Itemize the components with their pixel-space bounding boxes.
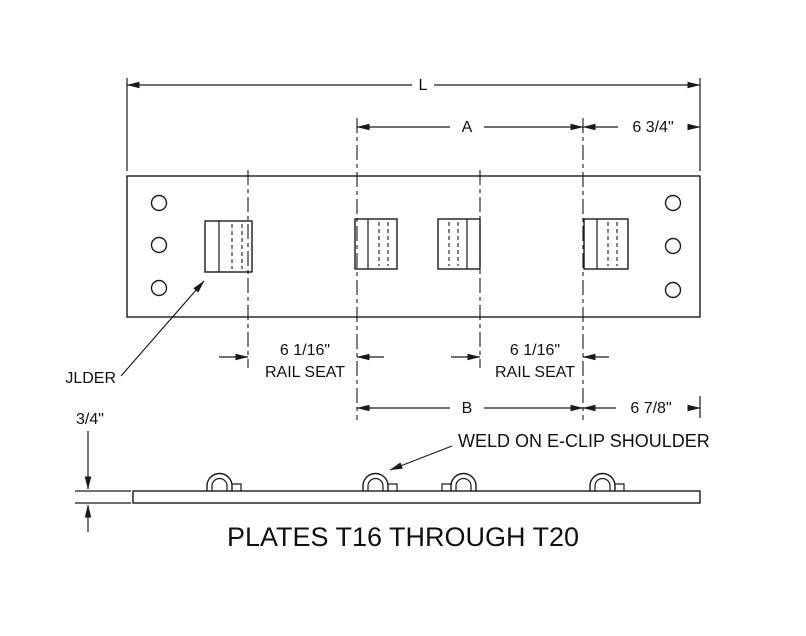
shoulder-clip-side-2 [362, 472, 398, 491]
shoulder-clip-side-4 [589, 472, 625, 491]
hole-left-2 [150, 236, 168, 254]
shoulder-clip-top-4 [583, 218, 629, 270]
rail-seat-left-value: 6 1/16" [280, 342, 330, 359]
hole-right-3 [664, 281, 682, 299]
shoulder-clip-side-1 [206, 472, 242, 491]
shoulder-clip-side-3 [441, 472, 477, 491]
dim-6-7-8-label: 6 7/8" [630, 400, 671, 417]
dim-a-label: A [462, 119, 473, 136]
rail-seat-right-label: RAIL SEAT [495, 364, 575, 381]
mounting-holes [150, 194, 682, 299]
drawing-title: PLATES T16 THROUGH T20 [227, 522, 579, 552]
dim-l-label: L [419, 77, 428, 94]
thickness-label: 3/4" [76, 411, 104, 428]
rail-seat-left-label: RAIL SEAT [265, 364, 345, 381]
shoulder-clip-top-3 [437, 218, 481, 270]
dim-6-3-4-label: 6 3/4" [632, 119, 673, 136]
dim-b-label: B [462, 400, 473, 417]
hole-left-1 [150, 194, 168, 212]
dimension-lines [75, 78, 701, 532]
weld-callout-label: WELD ON E-CLIP SHOULDER [458, 431, 710, 451]
shoulder-clip-top-1 [204, 220, 253, 273]
hole-right-1 [664, 194, 682, 212]
plate-side-view [132, 490, 701, 504]
shoulder-clip-top-2 [354, 218, 398, 270]
hole-right-2 [664, 237, 682, 255]
plate-top-view [126, 175, 701, 318]
centerlines [247, 118, 584, 420]
shoulder-leader-label: JLDER [65, 370, 116, 387]
hole-left-3 [150, 279, 168, 297]
rail-seat-right-value: 6 1/16" [510, 342, 560, 359]
